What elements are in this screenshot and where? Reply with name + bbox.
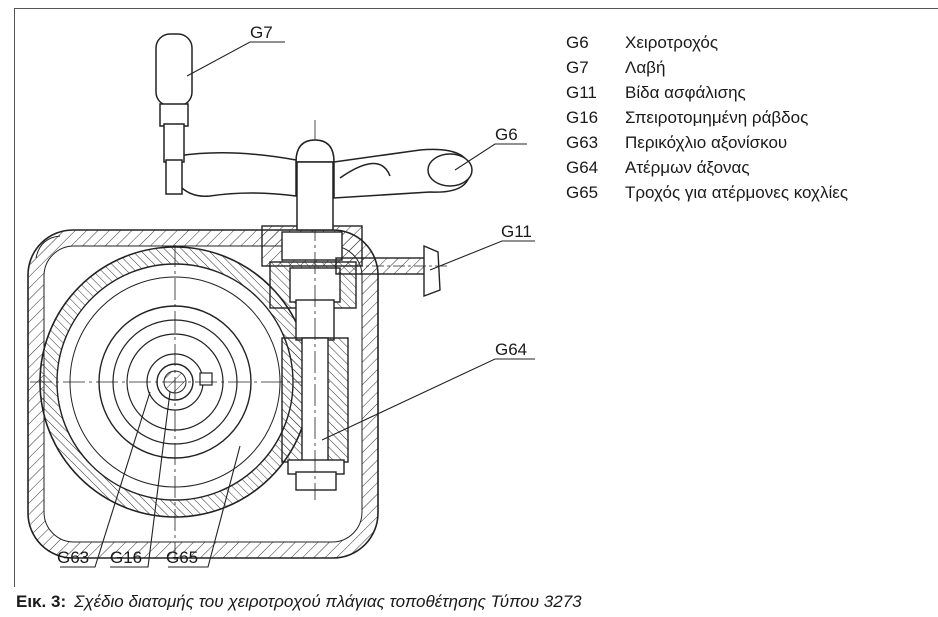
callout-g65: G65 [166,548,198,567]
worm-shaft [261,120,363,500]
cross-section-drawing: G7 G6 G11 G64 G63 G16 G65 [27,23,535,568]
handle [155,33,193,195]
figure-frame [14,8,938,587]
worm-wheel [30,245,330,560]
leader-lines [60,41,535,568]
callout-g63: G63 [57,548,89,567]
figure-caption: Εικ. 3: Σχέδιο διατομής του χειροτροχού π… [16,592,582,612]
hand-wheel [177,139,473,231]
callout-g64: G64 [495,340,527,359]
callout-g16: G16 [110,548,142,567]
locking-screw [330,244,450,298]
callout-g6: G6 [495,125,518,144]
figure-caption-text: Σχέδιο διατομής του χειροτροχού πλάγιας … [74,592,582,611]
callout-g7: G7 [250,23,273,42]
figure-number: Εικ. 3: [16,592,67,611]
callout-g11: G11 [501,222,532,241]
